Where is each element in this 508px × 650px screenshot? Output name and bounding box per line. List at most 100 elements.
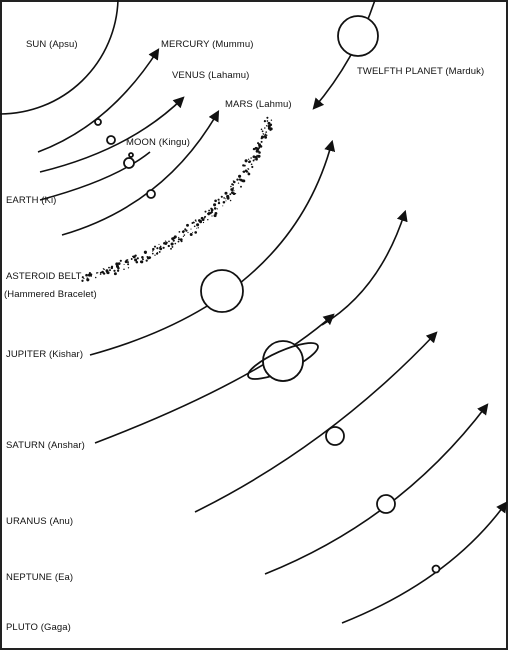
asteroid-dot xyxy=(250,157,252,159)
asteroid-dot xyxy=(254,146,258,150)
asteroid-dot xyxy=(113,272,117,276)
asteroid-dot xyxy=(134,254,137,257)
asteroid-dot xyxy=(213,203,217,207)
asteroid-dot xyxy=(171,245,174,248)
asteroid-dot xyxy=(240,185,242,188)
asteroid-dot xyxy=(242,164,245,167)
asteroid-dot xyxy=(242,170,246,173)
twelfth-planet-label: TWELFTH PLANET (Marduk) xyxy=(357,66,484,77)
asteroid-dot xyxy=(262,133,264,135)
sun-label: SUN (Apsu) xyxy=(26,39,78,50)
asteroid-dot xyxy=(189,233,193,236)
asteroid-dot xyxy=(247,172,251,176)
asteroid-dot xyxy=(174,242,177,245)
asteroid-dot xyxy=(247,158,250,160)
asteroid-dot xyxy=(155,252,159,255)
asteroid-dot xyxy=(134,258,138,262)
asteroid-dot xyxy=(135,260,139,264)
asteroid-dot xyxy=(196,223,200,227)
asteroid-dot xyxy=(204,215,207,218)
asteroid-dot xyxy=(244,179,246,181)
asteroid-dot xyxy=(183,234,185,236)
asteroid-dot xyxy=(222,205,224,207)
asteroid-dot xyxy=(182,231,185,234)
venus-body xyxy=(106,135,116,145)
asteroid-dot xyxy=(264,133,267,136)
asteroid-dot xyxy=(187,231,189,234)
asteroid-dot xyxy=(117,262,121,265)
asteroid-dot xyxy=(244,169,248,172)
asteroid-dot xyxy=(238,174,242,178)
asteroid-dot xyxy=(232,180,235,182)
asteroid-dot xyxy=(265,131,268,133)
asteroid-dot xyxy=(140,260,144,264)
asteroid-dot xyxy=(136,257,139,260)
mars-label: MARS (Lahmu) xyxy=(225,99,292,110)
asteroid-dot xyxy=(256,154,258,157)
asteroid-dot xyxy=(237,182,240,184)
asteroid-dot xyxy=(193,222,195,224)
saturn-orbit xyxy=(94,313,335,444)
asteroid-dot xyxy=(257,150,260,153)
asteroid-dot xyxy=(266,116,269,119)
asteroid-dot xyxy=(152,247,155,251)
asteroid-dot xyxy=(204,210,207,213)
asteroid-dot xyxy=(208,209,211,212)
asteroid-dot xyxy=(192,231,194,233)
asteroid-dot xyxy=(195,220,197,222)
asteroid-dot xyxy=(102,268,104,270)
mars-body xyxy=(146,189,156,199)
neptune-orbit xyxy=(264,403,489,575)
uranus-body xyxy=(325,426,345,446)
asteroid-dot xyxy=(124,260,128,264)
asteroid-dot xyxy=(265,137,267,139)
asteroid-dot xyxy=(191,221,194,225)
asteroid-dot xyxy=(119,259,122,262)
asteroid-dot xyxy=(173,235,177,239)
asteroid-dot xyxy=(123,263,125,266)
asteroid-dot xyxy=(167,244,170,248)
asteroid-dot xyxy=(130,258,133,260)
asteroid-dot xyxy=(263,120,266,123)
asteroid-dot xyxy=(210,210,213,214)
asteroid-dot xyxy=(232,192,236,196)
asteroid-dot xyxy=(207,213,210,216)
moon-body xyxy=(128,152,134,158)
asteroid-dot xyxy=(116,269,120,272)
asteroid-dot xyxy=(267,121,271,125)
jupiter-orbit xyxy=(89,139,336,356)
asteroid-dot xyxy=(216,208,218,210)
venus-orbit xyxy=(39,96,185,173)
earth-body xyxy=(123,157,135,169)
asteroid-dot xyxy=(224,191,228,195)
twelfth-planet-body xyxy=(337,15,379,57)
asteroid-dot xyxy=(81,276,84,279)
moon-label: MOON (Kingu) xyxy=(126,137,190,148)
asteroid-dot xyxy=(248,160,252,163)
asteroid-dot xyxy=(106,271,110,275)
neptune-label: NEPTUNE (Ea) xyxy=(6,572,73,583)
asteroid-dot xyxy=(151,252,154,255)
asteroid-dot xyxy=(154,254,156,256)
mercury-orbit xyxy=(37,48,160,153)
sun-body xyxy=(0,0,119,115)
asteroid-dot xyxy=(159,245,162,248)
asteroid-dot xyxy=(94,276,97,279)
asteroid-dot xyxy=(106,269,109,272)
asteroid-dot xyxy=(234,192,237,195)
asteroid-belt-sublabel: (Hammered Bracelet) xyxy=(4,289,97,300)
asteroid-dot xyxy=(200,216,204,220)
asteroid-dot xyxy=(243,164,246,167)
asteroid-dot xyxy=(156,247,159,250)
saturn-label: SATURN (Anshar) xyxy=(6,440,85,451)
asteroid-dot xyxy=(126,259,129,261)
asteroid-dot xyxy=(254,158,256,160)
asteroid-dot xyxy=(214,211,218,215)
asteroid-dot xyxy=(256,149,259,151)
asteroid-dot xyxy=(226,194,230,199)
asteroid-dot xyxy=(182,235,184,237)
asteroid-dot xyxy=(244,159,248,163)
asteroid-dot xyxy=(225,200,227,202)
asteroid-dot xyxy=(177,240,180,243)
asteroid-dot xyxy=(184,228,187,231)
